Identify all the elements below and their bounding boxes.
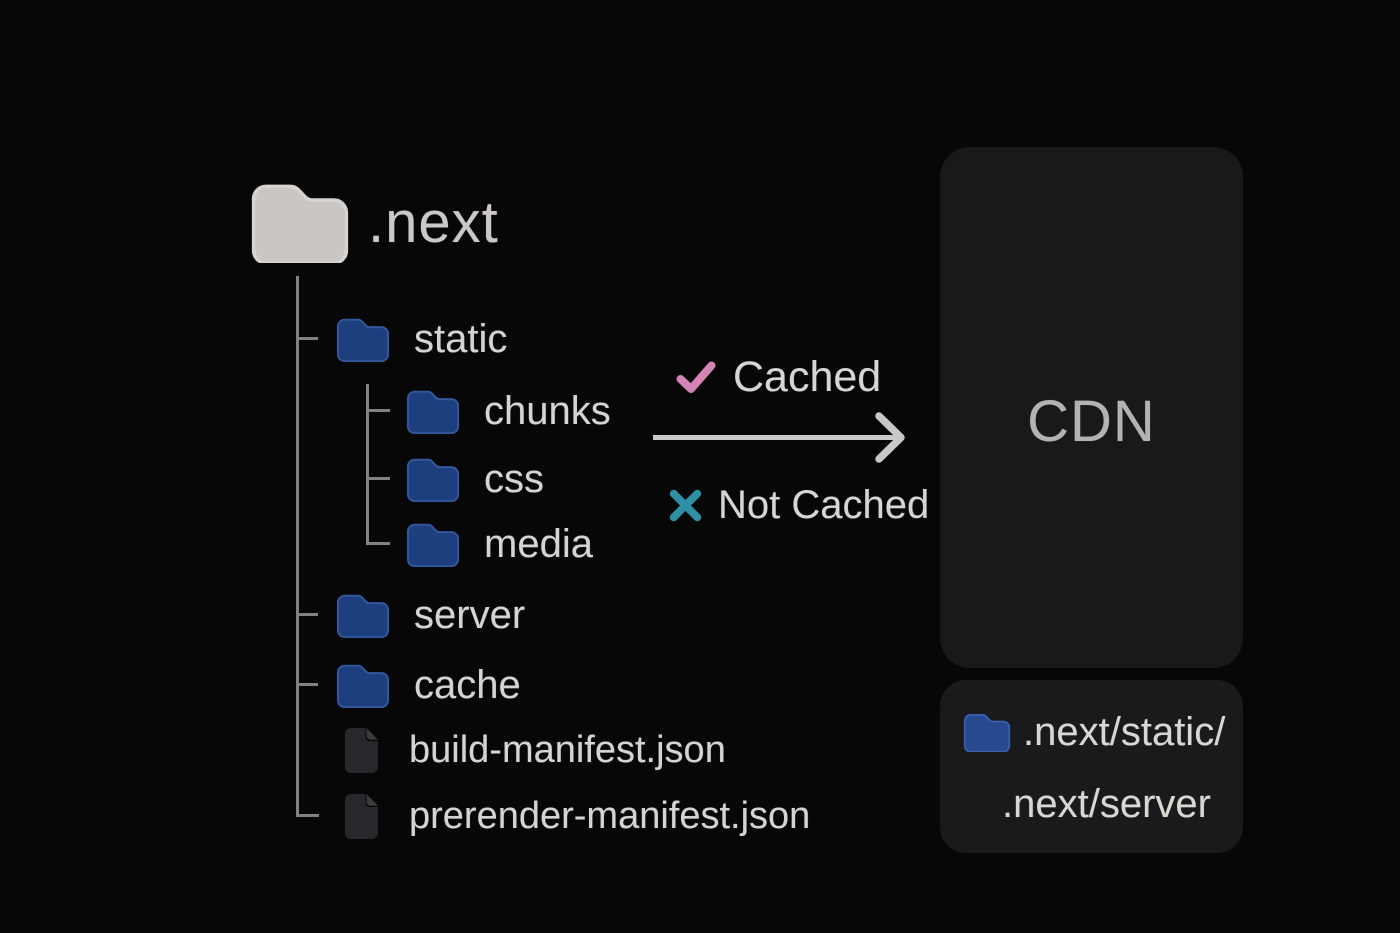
file-icon <box>344 793 379 840</box>
tree-line-branch-cache <box>296 683 318 686</box>
legend-cached-label: Cached <box>733 352 882 401</box>
tree-item-label: prerender-manifest.json <box>409 794 811 837</box>
cdn-box: CDN <box>940 147 1243 668</box>
tree-item-css: css <box>406 456 544 502</box>
tree-item-cache: cache <box>336 662 521 708</box>
tree-item-label: media <box>484 521 593 566</box>
check-icon <box>676 360 716 394</box>
tree-line-branch-media <box>366 542 390 545</box>
tree-item-label: server <box>414 592 526 637</box>
cross-icon <box>668 488 703 523</box>
folder-icon <box>406 521 460 567</box>
tree-line-vertical-static <box>366 384 369 545</box>
tree-item-label: css <box>484 456 544 501</box>
legend-not-cached-label: Not Cached <box>718 482 930 527</box>
folder-icon <box>963 712 1011 752</box>
tree-item-media: media <box>406 521 593 567</box>
tree-item-chunks: chunks <box>406 388 611 434</box>
tree-line-branch-static <box>296 337 318 340</box>
legend-not-cached: Not Cached <box>668 481 929 529</box>
tree-item-static: static <box>336 316 507 362</box>
tree-line-branch-prerender <box>296 814 319 817</box>
tree-root-next: .next <box>250 182 499 262</box>
tree-line-branch-server <box>296 613 318 616</box>
tree-item-prerender-manifest: prerender-manifest.json <box>344 793 810 839</box>
folder-icon <box>250 181 350 263</box>
tree-item-label: chunks <box>484 388 611 433</box>
tree-item-build-manifest: build-manifest.json <box>344 727 726 773</box>
file-icon <box>344 727 379 774</box>
folder-icon <box>336 316 390 362</box>
deployed-paths-box: .next/static/ .next/server <box>940 680 1243 853</box>
legend-cached: Cached <box>676 353 881 401</box>
tree-line-branch-chunks <box>366 409 390 412</box>
tree-item-label: build-manifest.json <box>409 728 726 771</box>
folder-icon <box>336 662 390 708</box>
deployed-path-server-label: .next/server <box>1002 782 1211 826</box>
tree-item-label: cache <box>414 662 521 707</box>
tree-item-server: server <box>336 592 525 638</box>
folder-icon <box>336 592 390 638</box>
tree-root-label: .next <box>368 189 499 255</box>
folder-icon <box>406 456 460 502</box>
arrow-to-cdn <box>650 409 916 470</box>
folder-icon <box>406 388 460 434</box>
cdn-title: CDN <box>1027 389 1156 454</box>
tree-item-label: static <box>414 316 508 361</box>
tree-line-vertical-main <box>296 276 299 817</box>
deployed-path-static: .next/static/ <box>963 708 1225 756</box>
tree-line-branch-css <box>366 477 390 480</box>
arrow-right-icon <box>653 412 905 463</box>
deployed-path-static-label: .next/static/ <box>1023 709 1226 754</box>
